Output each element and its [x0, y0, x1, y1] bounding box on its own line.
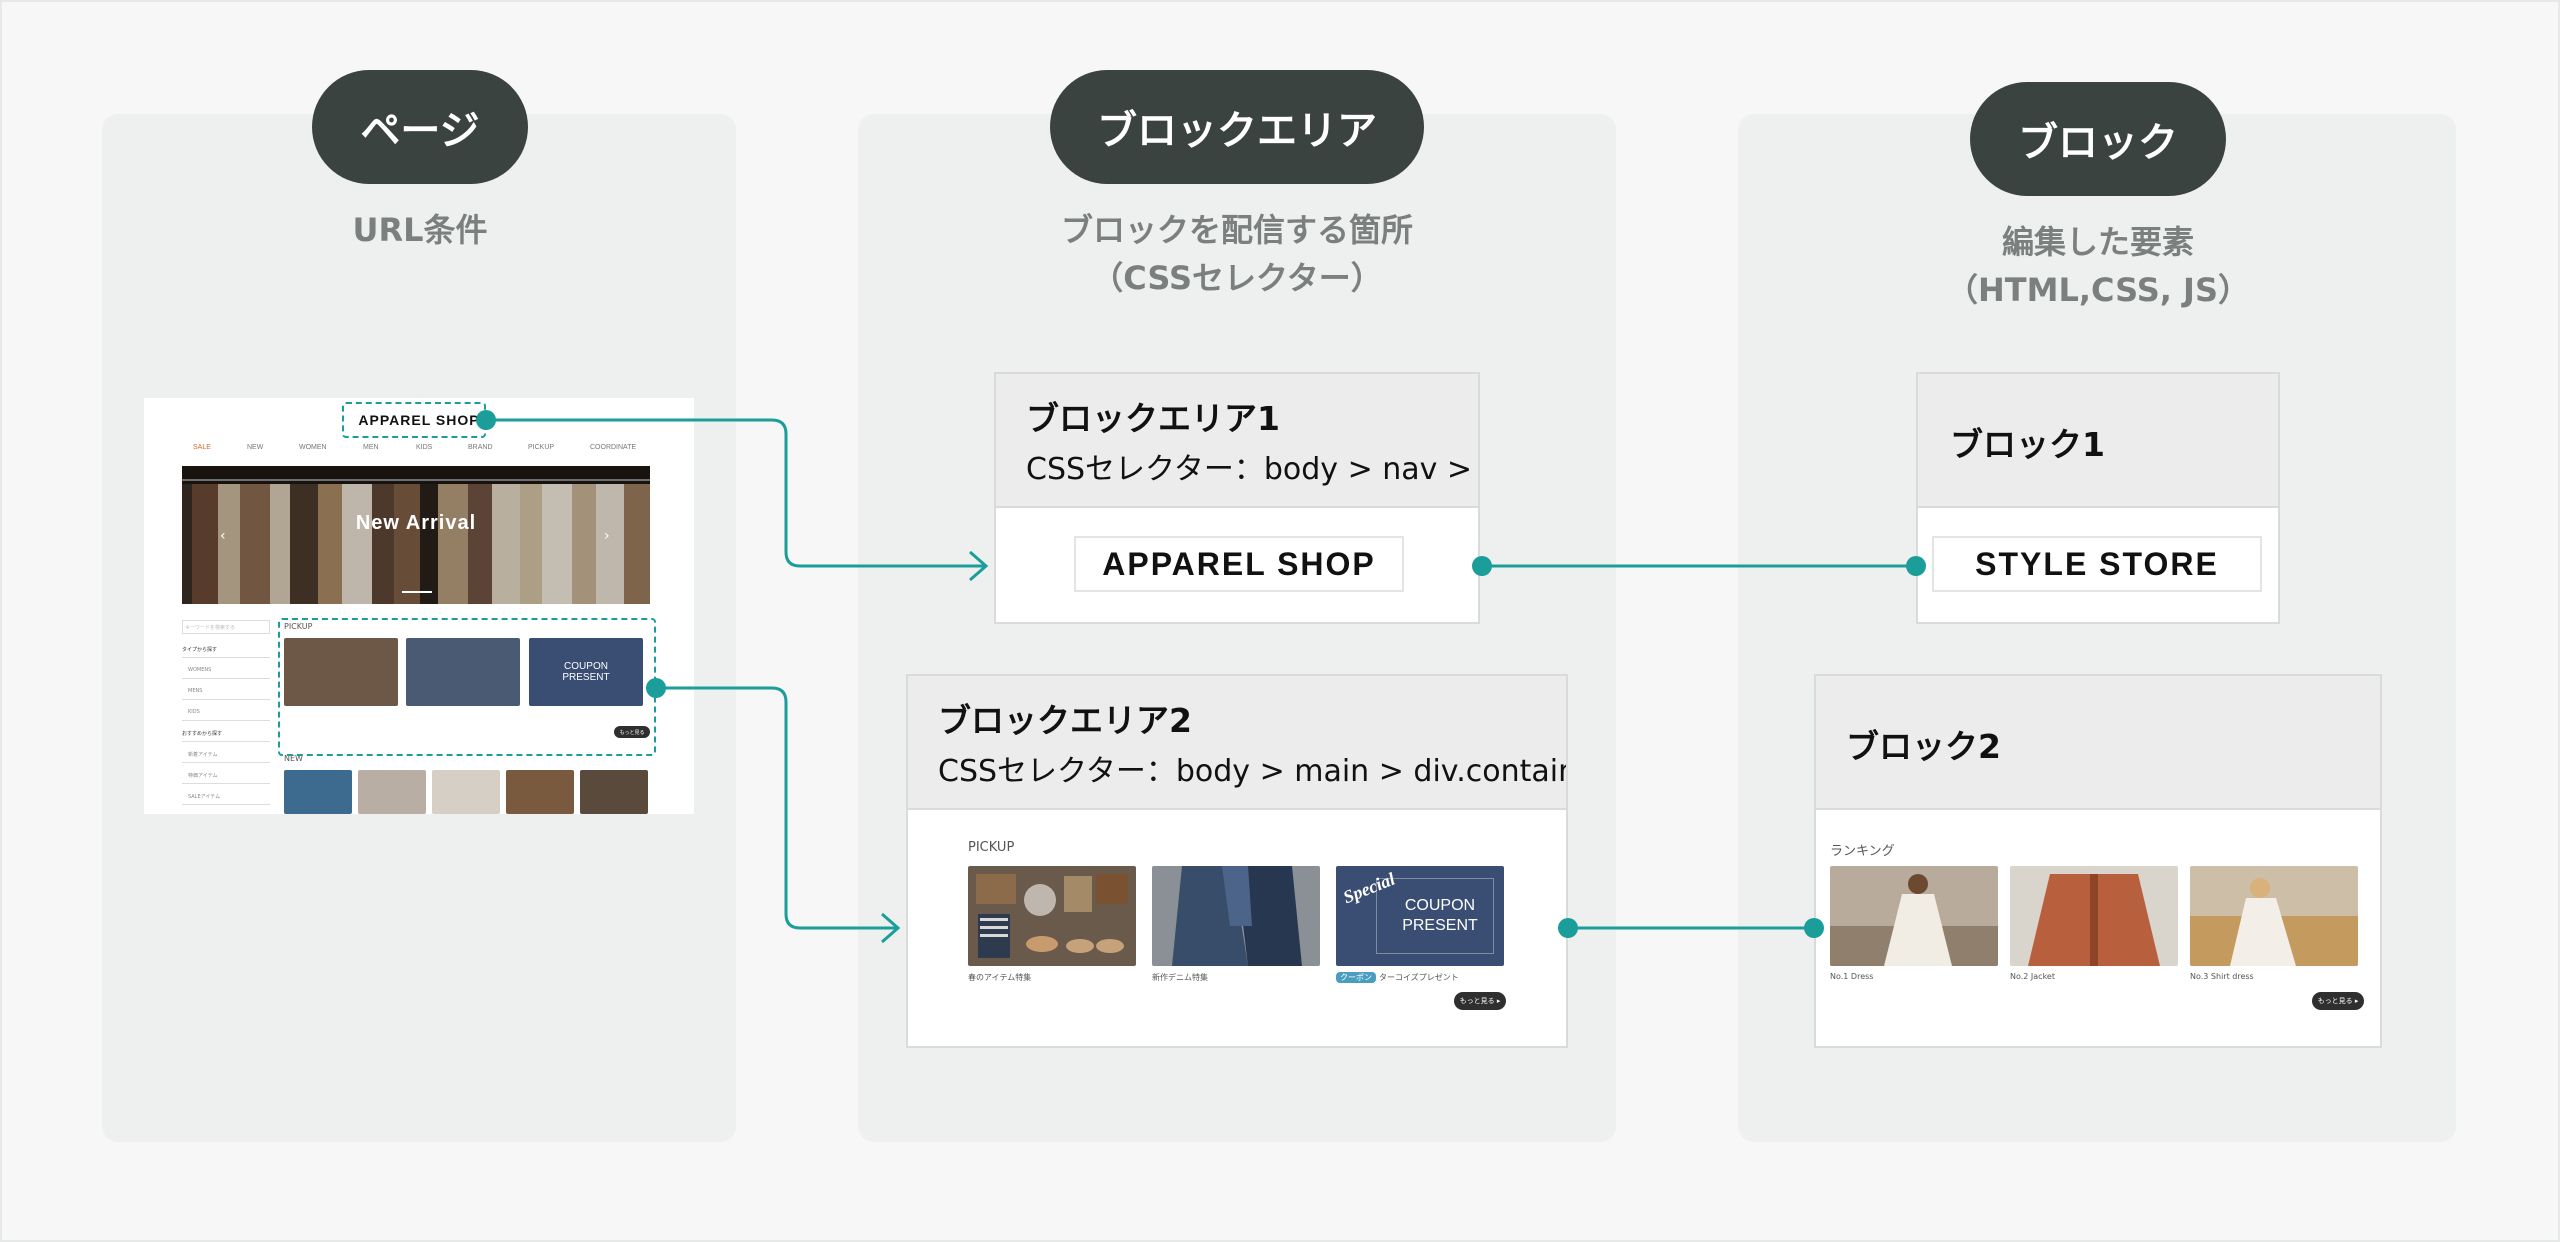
mock-new-image-4[interactable] — [506, 770, 574, 814]
pickup-caption-1: 春のアイテム特集 — [968, 973, 1032, 982]
block-2-section-label: ランキング — [1830, 844, 1895, 859]
mock-sidebar-item[interactable]: 特価アイテム — [182, 772, 270, 784]
ranking-caption-1: No.1 Dress — [1830, 972, 1874, 981]
block-subtitle: 編集した要素 （HTML,CSS, JS） — [1900, 218, 2296, 314]
hero-banner[interactable]: ‹ › New Arrival — [182, 466, 650, 604]
mock-nav-pickup[interactable]: PICKUP — [528, 444, 555, 451]
pickup-caption-2: 新作デニム特集 — [1152, 973, 1208, 982]
mock-coupon-text: COUPON — [564, 661, 608, 672]
mock-new-image-3[interactable] — [432, 770, 500, 814]
mock-sidebar-item[interactable]: KIDS — [182, 709, 270, 721]
page-subtitle: URL条件 — [250, 206, 590, 254]
mock-logo: APPAREL SHOP — [358, 412, 480, 428]
block-area-1-logo: APPAREL SHOP — [1074, 536, 1404, 592]
pickup-caption-3-text: ターコイズプレゼント — [1379, 973, 1459, 982]
block-area-2-header: ブロックエリア2 CSSセレクター：body > main > div.cont… — [908, 676, 1566, 810]
block-area-subtitle: ブロックを配信する箇所 （CSSセレクター） — [990, 206, 1484, 302]
mock-sidebar-item[interactable]: 新着アイテム — [182, 751, 270, 763]
connector-dot — [1558, 918, 1578, 938]
block-subtitle-line: （HTML,CSS, JS） — [1946, 271, 2250, 309]
block-area-1-card: ブロックエリア1 CSSセレクター：body > nav > a APPAREL… — [994, 372, 1480, 624]
pickup-image-denim[interactable] — [1152, 866, 1320, 966]
block-1-header: ブロック1 — [1918, 374, 2278, 508]
mock-search-input[interactable]: キーワードを検索する — [182, 620, 270, 634]
pickup-image-items[interactable] — [968, 866, 1136, 966]
block-area-1-header: ブロックエリア1 CSSセレクター：body > nav > a — [996, 374, 1478, 508]
mock-sidebar-item[interactable]: MENS — [182, 688, 270, 700]
block-1-card: ブロック1 STYLE STORE — [1916, 372, 2280, 624]
block-2-card: ブロック2 ランキング No.1 Dress No.2 Jacket No.3 … — [1814, 674, 2382, 1048]
mock-pickup-image-1[interactable] — [284, 638, 398, 706]
ranking-image-dress[interactable] — [1830, 866, 1998, 966]
container-highlight — [278, 618, 656, 756]
ranking-caption-2: No.2 Jacket — [2010, 972, 2055, 981]
mock-nav-coordinate[interactable]: COORDINATE — [590, 444, 637, 451]
mock-new-image-2[interactable] — [358, 770, 426, 814]
connector-dot — [1906, 556, 1926, 576]
block-1-logo: STYLE STORE — [1932, 536, 2262, 592]
mock-nav-brand[interactable]: BRAND — [468, 444, 493, 451]
flatlay-items-image — [968, 866, 1136, 966]
svg-text:‹: ‹ — [220, 528, 226, 544]
connector-dot — [476, 410, 496, 430]
block-1-title: ブロック1 — [1950, 425, 2105, 464]
coupon-text: COUPON — [1404, 897, 1476, 914]
page-subtitle-line: URL条件 — [352, 211, 488, 249]
page-pill: ページ — [312, 70, 528, 184]
block-area-subtitle-line: ブロックを配信する箇所 — [1060, 211, 1413, 249]
mock-nav-women[interactable]: WOMEN — [299, 444, 327, 451]
pickup-caption-3: クーポンターコイズプレゼント — [1336, 972, 1459, 983]
connector-dot — [1804, 918, 1824, 938]
mock-nav-sale[interactable]: SALE — [193, 444, 211, 451]
mock-sidebar-heading: タイプから探す — [182, 646, 270, 658]
clothes-rack-image: ‹ › — [182, 466, 650, 604]
mock-more-button[interactable]: もっと見る — [614, 726, 650, 738]
mock-coupon-image[interactable]: COUPON PRESENT — [529, 638, 643, 706]
mock-new-image-5[interactable] — [580, 770, 648, 814]
block-area-2-more-button[interactable]: もっと見る ▸ — [1454, 992, 1506, 1010]
mock-pickup-image-2[interactable] — [406, 638, 520, 706]
block-subtitle-line: 編集した要素 — [2001, 223, 2194, 261]
shirt-dress-image — [2190, 866, 2358, 966]
mock-nav-men[interactable]: MEN — [363, 444, 379, 451]
block-2-more-button[interactable]: もっと見る ▸ — [2312, 992, 2364, 1010]
block-pill: ブロック — [1970, 82, 2226, 196]
block-area-2-title: ブロックエリア2 — [938, 701, 1192, 740]
coupon-badge: クーポン — [1336, 972, 1376, 983]
block-area-1-selector: CSSセレクター：body > nav > a — [1026, 452, 1480, 487]
mock-present-text: PRESENT — [562, 672, 610, 683]
block-area-pill: ブロックエリア — [1050, 70, 1424, 184]
ranking-image-shirt-dress[interactable] — [2190, 866, 2358, 966]
hero-title: New Arrival — [355, 512, 477, 534]
pickup-coupon-image[interactable]: Special COUPON PRESENT — [1336, 866, 1504, 966]
mock-nav: SALE NEW WOMEN MEN KIDS BRAND PICKUP COO… — [144, 444, 694, 462]
mock-new-image-1[interactable] — [284, 770, 352, 814]
white-dress-image — [1830, 866, 1998, 966]
coupon-border — [1376, 878, 1494, 954]
block-area-subtitle-line: （CSSセレクター） — [1091, 259, 1383, 297]
mock-sidebar-item[interactable]: WOMENS — [182, 667, 270, 679]
block-area-2-card: ブロックエリア2 CSSセレクター：body > main > div.cont… — [906, 674, 1568, 1048]
mock-nav-new[interactable]: NEW — [247, 444, 264, 451]
mock-nav-kids[interactable]: KIDS — [416, 444, 433, 451]
present-text: PRESENT — [1402, 917, 1478, 934]
ranking-image-jacket[interactable] — [2010, 866, 2178, 966]
block-2-title: ブロック2 — [1846, 727, 2001, 766]
block-area-2-selector: CSSセレクター：body > main > div.container — [938, 754, 1568, 789]
mock-sidebar-heading: おすすめから探す — [182, 730, 270, 742]
connector-dot — [646, 678, 666, 698]
orange-jacket-image — [2010, 866, 2178, 966]
block-area-2-section-label: PICKUP — [968, 840, 1015, 855]
block-2-header: ブロック2 — [1816, 676, 2380, 810]
logo-highlight — [342, 402, 486, 438]
mock-new-label: NEW — [284, 754, 303, 763]
denim-jacket-image — [1152, 866, 1320, 966]
ranking-caption-3: No.3 Shirt dress — [2190, 972, 2254, 981]
connector-dot — [1472, 556, 1492, 576]
block-area-1-title: ブロックエリア1 — [1026, 399, 1280, 438]
mock-pickup-label: PICKUP — [284, 622, 313, 631]
mock-sidebar-item[interactable]: SALEアイテム — [182, 793, 270, 805]
